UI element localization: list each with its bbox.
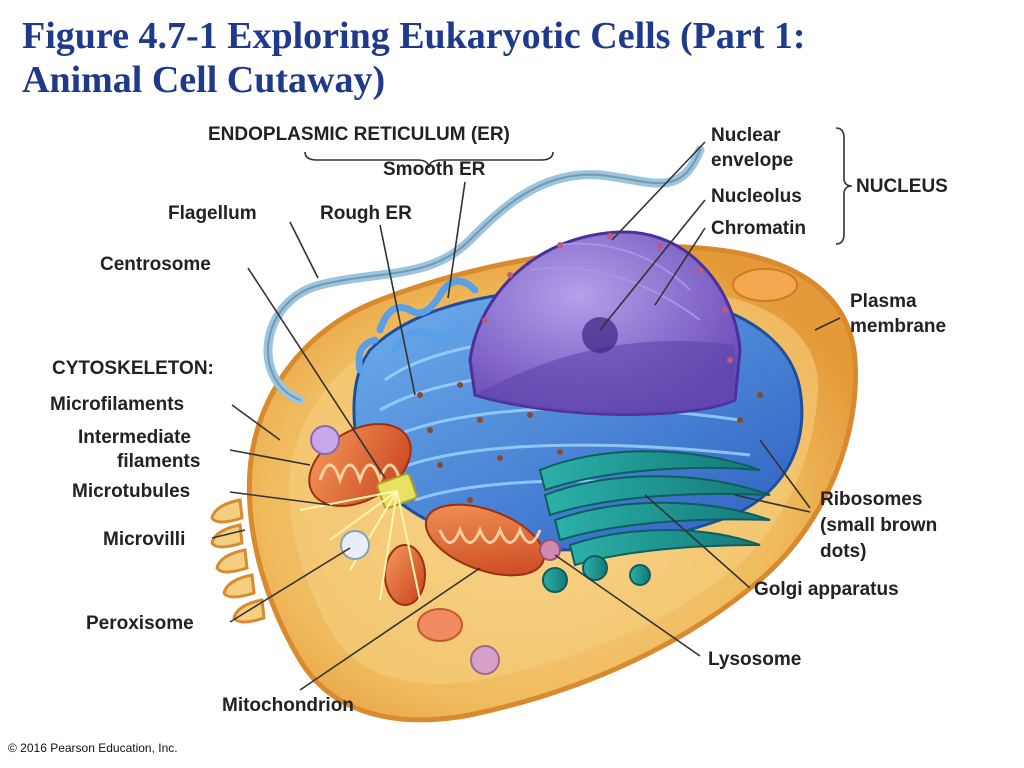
- vesicle-shape: [310, 425, 340, 455]
- diagram-labels: ENDOPLASMIC RETICULUM (ER) Smooth ER Rou…: [50, 124, 948, 716]
- label-cytoskeleton: CYTOSKELETON:: [52, 358, 214, 379]
- vesicle-shape: [732, 268, 798, 302]
- golgi-apparatus-shape: [538, 450, 771, 593]
- label-nuclear-envelope-2: envelope: [711, 150, 793, 171]
- slide-title: Figure 4.7-1 Exploring Eukaryotic Cells …: [22, 14, 1002, 102]
- nucleolus-shape: [582, 317, 618, 353]
- label-chromatin: Chromatin: [711, 218, 806, 239]
- label-plasma-membrane-2: membrane: [850, 316, 946, 337]
- mitochondrion-small-shape: [384, 544, 426, 606]
- title-line-2: Animal Cell Cutaway): [22, 59, 386, 101]
- label-plasma-membrane-1: Plasma: [850, 291, 917, 312]
- label-flagellum: Flagellum: [168, 203, 257, 224]
- leader-lines: [211, 127, 853, 691]
- mitochondrion-lower-shape: [424, 503, 546, 577]
- label-centrosome: Centrosome: [100, 254, 211, 275]
- label-nucleolus: Nucleolus: [711, 186, 802, 207]
- label-microtubules: Microtubules: [72, 481, 190, 502]
- label-ribosomes-3: dots): [820, 541, 866, 562]
- label-peroxisome: Peroxisome: [86, 613, 194, 634]
- label-golgi: Golgi apparatus: [754, 579, 899, 600]
- copyright-notice: © 2016 Pearson Education, Inc.: [8, 741, 178, 755]
- vesicle-shape: [417, 608, 463, 642]
- label-er-group: ENDOPLASMIC RETICULUM (ER): [208, 124, 510, 145]
- label-ribosomes-2: (small brown: [820, 515, 937, 536]
- title-line-1: Figure 4.7-1 Exploring Eukaryotic Cells …: [22, 15, 806, 57]
- label-intermediate-1: Intermediate: [78, 427, 191, 448]
- label-microfilaments: Microfilaments: [50, 394, 184, 415]
- label-microvilli: Microvilli: [103, 529, 185, 550]
- vesicle-shape: [470, 645, 500, 675]
- label-nuclear-envelope-1: Nuclear: [711, 125, 781, 146]
- label-rough-er: Rough ER: [320, 203, 412, 224]
- label-smooth-er: Smooth ER: [383, 159, 486, 180]
- label-intermediate-2: filaments: [117, 451, 200, 472]
- label-mitochondrion: Mitochondrion: [222, 695, 354, 716]
- label-ribosomes-1: Ribosomes: [820, 489, 922, 510]
- peroxisome-shape: [340, 530, 370, 560]
- label-nucleus-group: NUCLEUS: [856, 176, 948, 197]
- label-lysosome: Lysosome: [708, 649, 801, 670]
